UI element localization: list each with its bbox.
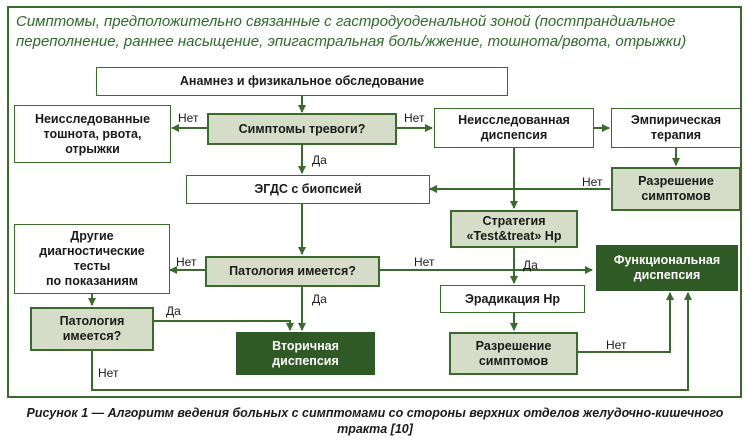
node-eradication: Эрадикация Hp [440,285,585,313]
edge-label-pathology-no-right: Нет [414,255,435,269]
edge-label-alarm-yes: Да [312,153,327,167]
node-egds: ЭГДС с биопсией [186,175,430,204]
figure-caption: Рисунок 1 — Алгоритм ведения больных с с… [26,406,724,436]
diagram-heading: Симптомы, предположительно связанные с г… [16,13,687,50]
node-empiric-therapy: Эмпирическая терапия [611,108,741,148]
edge-label-unexplored-no: Нет [404,111,425,125]
node-secondary-dyspepsia: Вторичная диспепсия [236,332,375,375]
edge-label-left-yes: Да [166,304,181,318]
node-pathology-main: Патология имеется? [205,256,380,287]
edge-label-pathology-yes: Да [312,292,327,306]
edge-label-left-no: Нет [98,366,119,380]
node-resolution-bottom: Разрешение симптомов [449,332,578,375]
node-unexplored-symptoms: Неисследованные тошнота, рвота, отрыжки [14,105,171,163]
node-anamnesis: Анамнез и физикальное обследование [96,67,508,96]
edge-label-resolution-bottom-no: Нет [606,338,627,352]
arrow-left-to-secondary [154,320,294,331]
arrow-resolution-to-functional [578,292,674,353]
edge-label-pathology-no-left: Нет [176,255,197,269]
node-test-and-treat: Стратегия «Test&treat» Hp [450,210,578,248]
node-unexplored-dyspepsia: Неисследованная диспепсия [434,108,594,148]
arrow-left-to-functional [91,292,692,391]
node-functional-dyspepsia: Функциональная диспепсия [596,245,738,291]
node-resolution-top: Разрешение симптомов [611,167,741,211]
edge-label-alarm-no: Нет [178,111,199,125]
node-alarm-symptoms: Симптомы тревоги? [207,113,397,145]
node-pathology-left: Патология имеется? [30,307,154,351]
edge-label-resolution-no: Нет [582,175,603,189]
edge-label-testtreat-yes: Да [523,258,538,272]
node-other-tests: Другие диагностические тесты по показани… [14,224,170,294]
